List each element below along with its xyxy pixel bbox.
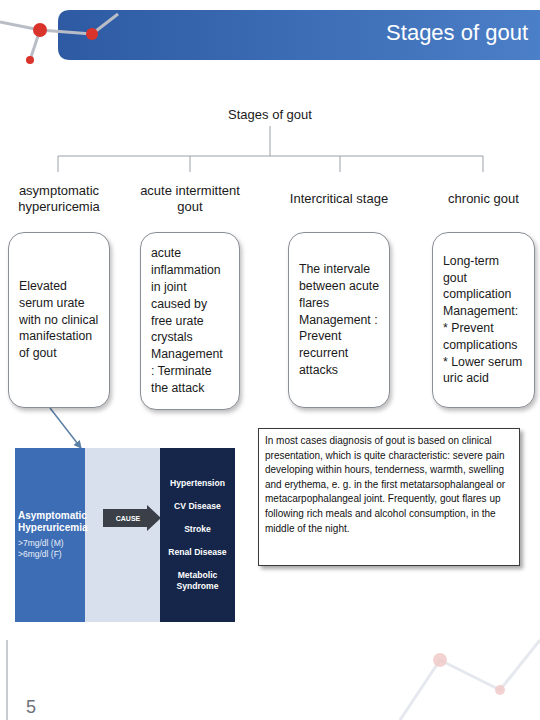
note-text: In most cases diagnosis of gout is based… bbox=[265, 434, 513, 536]
panel-heading: Asymptomatic Hyperuricemia bbox=[18, 510, 82, 534]
stage-box: chronic goutLong-term gout complication … bbox=[432, 232, 535, 408]
cause-arrow: CAUSE bbox=[103, 505, 161, 531]
outcome-item: Renal Disease bbox=[168, 547, 226, 558]
arrow-polygon bbox=[103, 505, 161, 531]
condition-panel: Asymptomatic Hyperuricemia >7mg/dl (M)>6m… bbox=[15, 448, 85, 622]
page-title: Stages of gout bbox=[386, 20, 528, 46]
stage-description: acute inflammation in joint caused by fr… bbox=[151, 245, 229, 396]
threshold-value: >6mg/dl (F) bbox=[18, 549, 82, 560]
stage-description: Elevated serum urate with no clinical ma… bbox=[19, 278, 99, 362]
illustration-background bbox=[15, 448, 235, 622]
network-lines bbox=[0, 14, 118, 60]
stage-box: asymptomatic hyperuricemiaElevated serum… bbox=[8, 232, 110, 408]
page-number: 5 bbox=[26, 697, 36, 718]
tree-root-label: Stages of gout bbox=[0, 107, 540, 122]
network-dots bbox=[26, 23, 98, 64]
side-rule bbox=[6, 640, 8, 720]
corner-dots bbox=[433, 653, 505, 695]
outcome-item: Metabolic Syndrome bbox=[160, 570, 235, 592]
pointer-arrow bbox=[50, 408, 81, 448]
outcome-item: Stroke bbox=[184, 524, 211, 535]
header-band bbox=[58, 10, 540, 60]
outcome-panel: Hypertension CV DiseaseStrokeRenal Diseas… bbox=[160, 448, 235, 622]
stage-heading: acute intermittent gout bbox=[127, 179, 253, 219]
tree-lines bbox=[58, 126, 483, 172]
stage-heading: chronic gout bbox=[419, 179, 540, 219]
stage-description: Long-term gout complication Management: … bbox=[443, 253, 524, 387]
note-box: In most cases diagnosis of gout is based… bbox=[258, 428, 520, 566]
stage-box: acute intermittent goutacute inflammatio… bbox=[140, 232, 240, 410]
outcome-item: CV Disease bbox=[174, 501, 221, 512]
stage-description: The intervale between acute flares Manag… bbox=[299, 261, 379, 379]
stage-box: Intercritical stageThe intervale between… bbox=[288, 232, 390, 408]
stage-heading: Intercritical stage bbox=[275, 179, 403, 219]
threshold-value: >7mg/dl (M) bbox=[18, 538, 82, 549]
arrow-label: CAUSE bbox=[116, 515, 149, 522]
corner-network bbox=[400, 640, 540, 720]
stage-heading: asymptomatic hyperuricemia bbox=[0, 179, 123, 219]
outcome-item: Hypertension bbox=[170, 478, 225, 489]
